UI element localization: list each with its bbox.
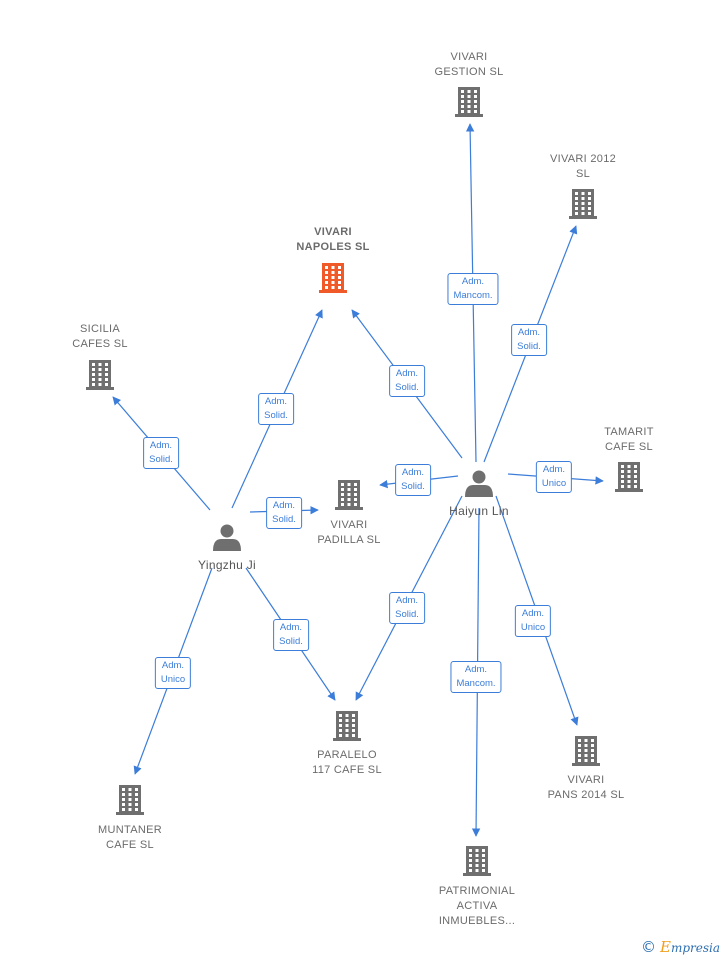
building-icon[interactable] [615, 462, 643, 492]
building-icon[interactable] [116, 785, 144, 815]
node-label-line: CAFES SL [72, 338, 128, 350]
node-label-line: CAFE SL [605, 441, 653, 453]
edge-label-haiyun_lin-to-vivari_gestion[interactable]: Adm. Mancom. [447, 273, 499, 305]
edge-label-line: Adm. [149, 440, 173, 451]
node-label-vivari-napoles[interactable]: VIVARI NAPOLES SL [296, 225, 369, 255]
node-label-vivari-padilla[interactable]: VIVARI PADILLA SL [317, 518, 380, 548]
building-icon[interactable] [333, 711, 361, 741]
empresia-brand[interactable]: ©Empresia [641, 938, 720, 956]
node-label-line: CAFE SL [106, 839, 154, 851]
building-icon[interactable] [569, 189, 597, 219]
edge-label-line: Adm. [395, 595, 419, 606]
building-icon[interactable] [455, 87, 483, 117]
node-label-line: PATRIMONIAL [438, 885, 516, 897]
node-label-line: ACTIVA [456, 900, 498, 912]
edge-label-haiyun_lin-to-vivari_padilla[interactable]: Adm. Solid. [395, 464, 431, 496]
edge-label-haiyun_lin-to-patrimonial[interactable]: Adm. Mancom. [450, 661, 502, 693]
node-label-vivari-pans[interactable]: VIVARI PANS 2014 SL [548, 773, 625, 803]
node-label-line: GESTION SL [434, 66, 504, 78]
building-icon[interactable] [572, 736, 600, 766]
edge-label-yingzhu_ji-to-muntaner_cafe[interactable]: Adm. Unico [154, 657, 192, 689]
building-icon[interactable] [463, 846, 491, 876]
edge-label-haiyun_lin-to-vivari_2012[interactable]: Adm. Solid. [511, 324, 547, 356]
edge-label-line: Adm. [401, 467, 425, 478]
edge-label-line: Adm. [461, 276, 485, 287]
node-label-line: VIVARI [314, 226, 352, 238]
node-label-line: VIVARI [330, 519, 368, 531]
edge-label-line: Solid. [264, 410, 288, 421]
brand-initial: E [659, 938, 671, 956]
edge-label-line: Unico [520, 622, 546, 633]
node-label-tamarit-cafe[interactable]: TAMARIT CAFE SL [604, 425, 654, 455]
edge-label-line: Adm. [279, 622, 303, 633]
edge-label-haiyun_lin-to-tamarit_cafe[interactable]: Adm. Unico [535, 461, 573, 493]
node-label-line: VIVARI [450, 51, 488, 63]
edge-label-line: Adm. [395, 368, 419, 379]
person-icon[interactable] [213, 524, 241, 552]
edge-label-line: Solid. [395, 609, 419, 620]
icons-layer [86, 87, 643, 876]
edge-label-yingzhu_ji-to-paralelo_117[interactable]: Adm. Solid. [273, 619, 309, 651]
edge-label-haiyun_lin-to-paralelo_117[interactable]: Adm. Solid. [389, 592, 425, 624]
node-label-line: INMUEBLES... [438, 915, 516, 927]
edge-label-line: Mancom. [456, 678, 496, 689]
person-icon[interactable] [465, 470, 493, 498]
edge-label-line: Solid. [517, 341, 541, 352]
edge-label-line: Adm. [542, 464, 566, 475]
node-label-yingzhu-ji[interactable]: Yingzhu Ji [198, 558, 256, 573]
node-label-line: VIVARI 2012 [549, 153, 617, 165]
node-label-line: MUNTANER [98, 824, 162, 836]
node-label-muntaner-cafe[interactable]: MUNTANER CAFE SL [98, 823, 162, 853]
node-label-line: PARALELO [317, 749, 377, 761]
node-label-line: PADILLA SL [317, 534, 381, 546]
building-icon[interactable] [319, 263, 347, 293]
node-label-line: Haiyun Lin [449, 504, 509, 518]
edge-label-line: Adm. [264, 396, 288, 407]
edge-label-line: Adm. [521, 608, 545, 619]
node-label-line: Yingzhu Ji [198, 558, 256, 572]
edge-label-yingzhu_ji-to-sicilia_cafes[interactable]: Adm. Solid. [143, 437, 179, 469]
edge-label-line: Adm. [464, 664, 488, 675]
node-label-line: NAPOLES SL [296, 241, 370, 253]
node-label-line: 117 CAFE SL [312, 764, 382, 776]
edge-label-line: Unico [160, 674, 186, 685]
edge-label-line: Solid. [279, 636, 303, 647]
node-label-line: SL [575, 168, 591, 180]
node-label-vivari-gestion[interactable]: VIVARI GESTION SL [434, 50, 503, 80]
node-label-sicilia-cafes[interactable]: SICILIA CAFES SL [72, 322, 128, 352]
edge-label-yingzhu_ji-to-vivari_padilla[interactable]: Adm. Solid. [266, 497, 302, 529]
node-label-line: PANS 2014 SL [547, 789, 625, 801]
node-label-line: TAMARIT [604, 426, 654, 438]
building-icon[interactable] [86, 360, 114, 390]
edge-label-line: Solid. [401, 481, 425, 492]
node-label-patrimonial[interactable]: PATRIMONIAL ACTIVA INMUEBLES... [439, 884, 515, 929]
edge-label-haiyun_lin-to-vivari_pans[interactable]: Adm. Unico [514, 605, 552, 637]
node-label-line: VIVARI [567, 774, 605, 786]
edge-label-line: Adm. [272, 500, 296, 511]
node-label-line: SICILIA [79, 323, 120, 335]
node-label-paralelo-117[interactable]: PARALELO 117 CAFE SL [312, 748, 382, 778]
edge-label-line: Solid. [395, 382, 419, 393]
edge-label-haiyun_lin-to-vivari_napoles[interactable]: Adm. Solid. [389, 365, 425, 397]
edge-label-line: Adm. [517, 327, 541, 338]
copyright-icon: © [640, 938, 656, 956]
edge-label-line: Unico [541, 478, 567, 489]
edge-label-yingzhu_ji-to-vivari_napoles[interactable]: Adm. Solid. [258, 393, 294, 425]
edge-label-line: Mancom. [453, 290, 493, 301]
brand-name: mpresia [670, 941, 720, 955]
edge-label-line: Adm. [161, 660, 185, 671]
node-label-haiyun-lin[interactable]: Haiyun Lin [449, 504, 509, 519]
edge-label-line: Solid. [272, 514, 296, 525]
building-icon[interactable] [335, 480, 363, 510]
edge-label-line: Solid. [149, 454, 173, 465]
